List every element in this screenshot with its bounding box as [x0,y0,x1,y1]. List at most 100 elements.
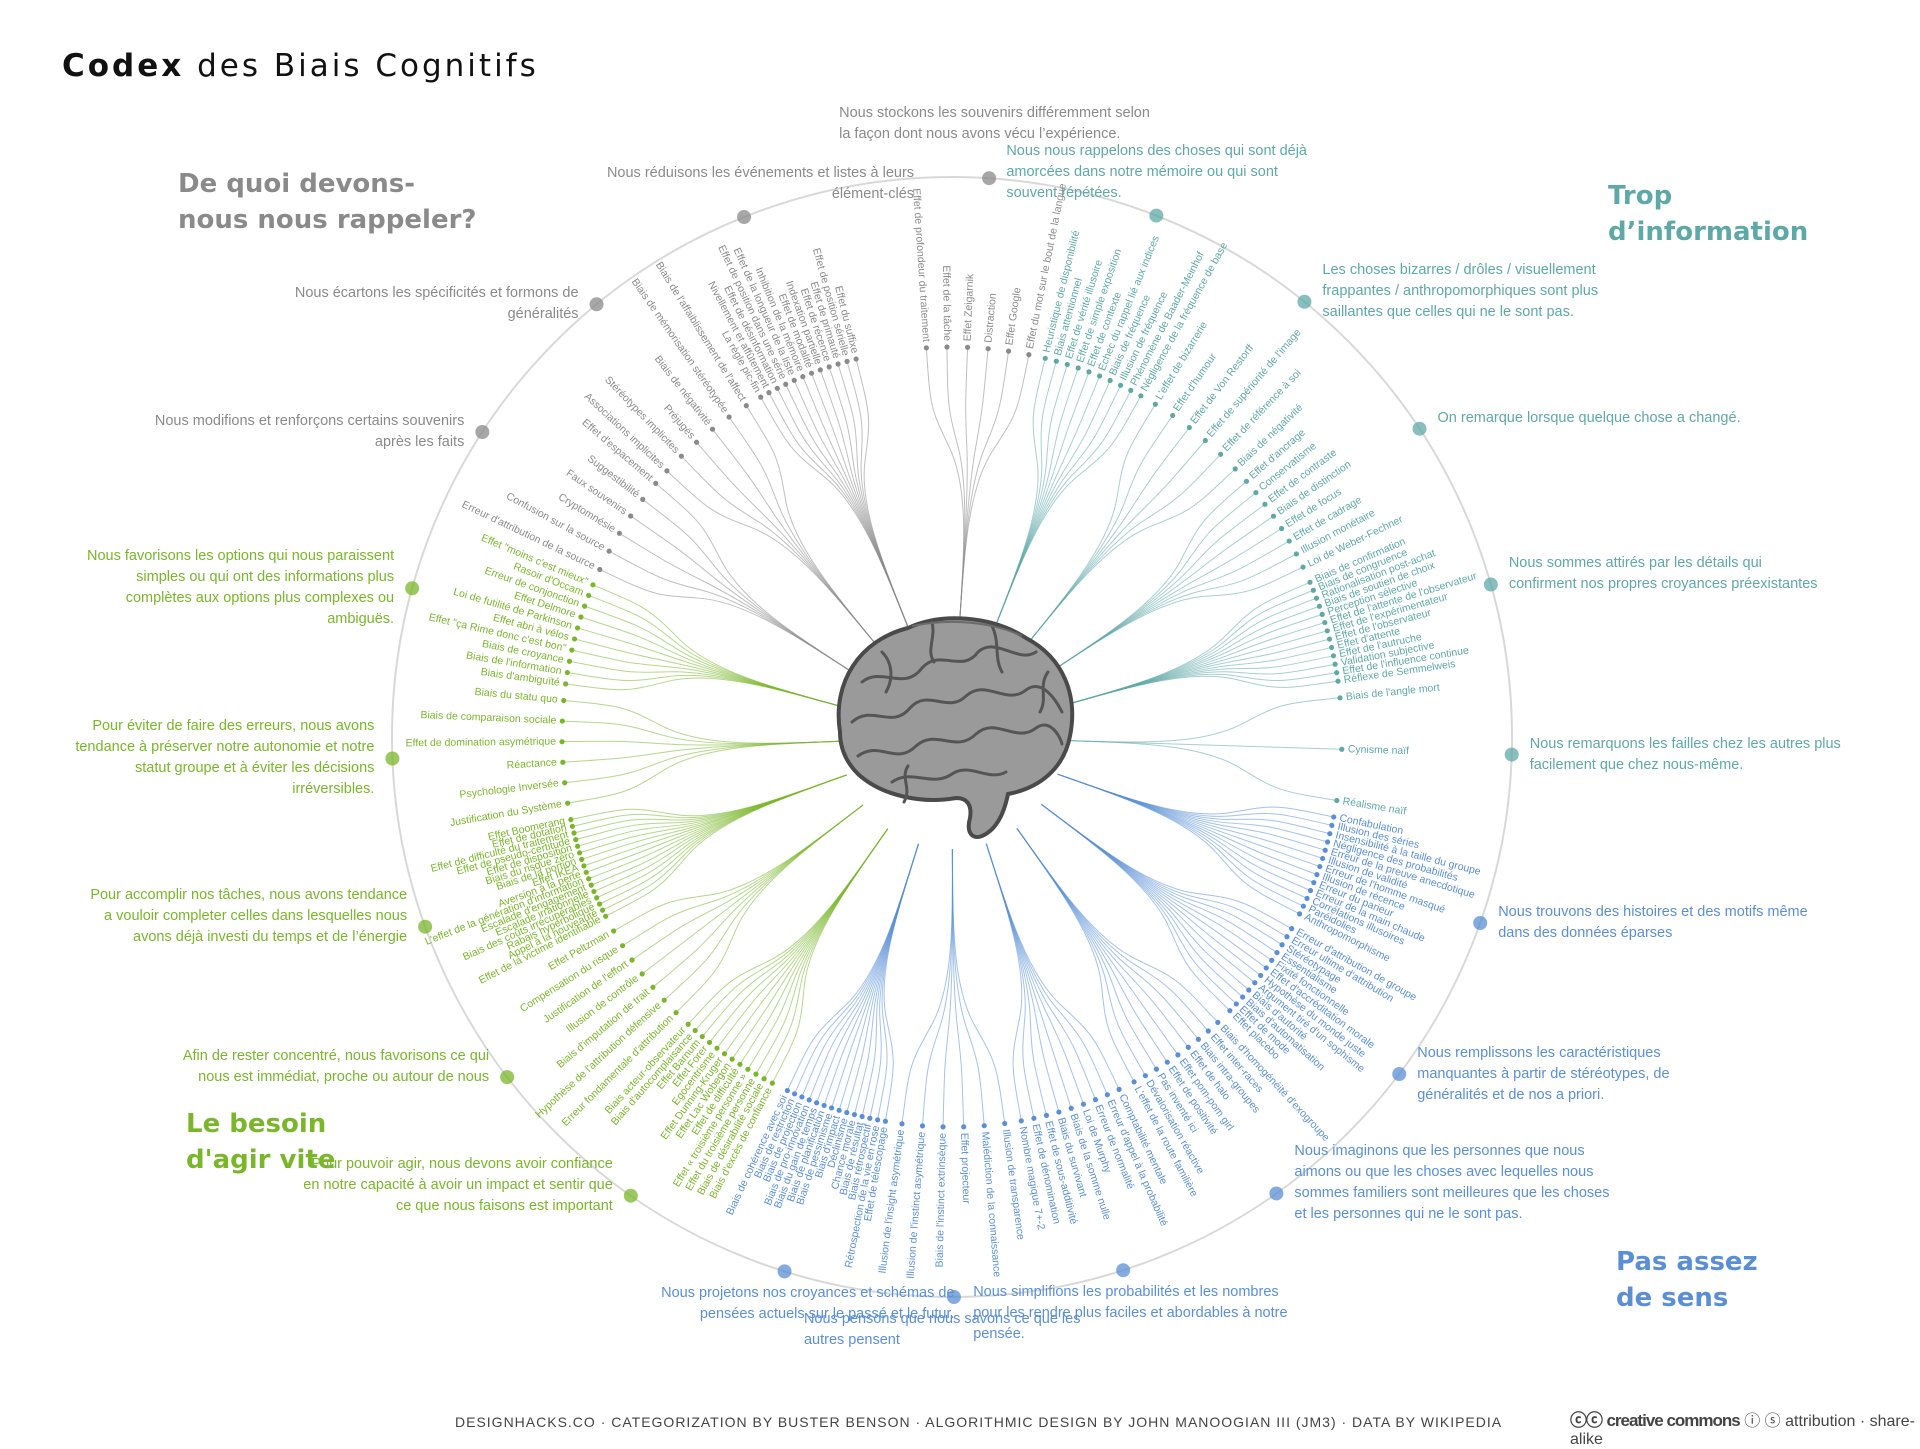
group-description: Pour pouvoir agir, nous devons avoir con… [303,1155,613,1214]
bias-dot [1170,412,1176,419]
bias-dot [619,943,626,949]
bias-link [1022,468,1236,651]
bias-link [992,390,1132,633]
bias-dot [1175,1052,1181,1058]
bias-link [828,366,911,634]
bias-dot [853,356,859,362]
group-node [1473,916,1488,931]
license-badge[interactable]: ⓒⓒ creative commons ⓘ ⓢ attribution · sh… [1570,1406,1920,1449]
bias-dot [774,385,780,391]
bias-dot [693,439,700,445]
bias-dot [726,414,732,420]
bias-dot [1332,661,1338,667]
bias-dot [1317,863,1323,870]
bias-dot [743,403,749,409]
bias-dot [758,394,764,400]
bias-dot [1053,358,1059,364]
bias-dot [799,1094,805,1100]
bias-link [745,405,882,651]
bias-dot [562,780,568,786]
bias-dot [1325,839,1331,845]
bias-dot [1232,466,1238,472]
bias-dot [678,453,684,459]
bias-dot [569,647,575,653]
bias-dot [1086,369,1092,375]
bias-link [1057,773,1330,835]
group-description: Nous modifions et renforçons certains so… [154,413,465,450]
bias-dot [1339,746,1345,752]
bias-dot [559,718,565,724]
bias-dot [882,1118,889,1124]
bias-dot [1334,797,1340,804]
bias-dot [923,345,929,351]
bias-dot [1031,1115,1037,1121]
bias-label: Effet de la tâche [940,265,953,341]
bias-link [1045,566,1304,676]
bias-dot [591,888,597,895]
bias-link [1022,415,1174,651]
bias-dot [1258,972,1264,979]
bias-dot [1080,1101,1087,1107]
group-node [1412,421,1427,436]
bias-dot [769,1080,775,1086]
bias-dot [590,582,596,588]
bias-dot [565,800,571,806]
bias-dot [1218,451,1224,457]
group-description: Nous projetons nos croyances et schémas … [661,1285,955,1323]
bias-dot [940,1124,946,1130]
bias-link [985,843,1023,1121]
bias-link [599,774,847,905]
bias-label: Cynisme naïf [1348,743,1410,757]
bias-dot [814,1100,820,1106]
bias-link [593,774,847,892]
bias-dot [821,1102,827,1109]
group-description: Nous favorisons les options qui nous par… [87,548,395,628]
quadrant-memory-title: De quoi devons-nous nous rappeler? [178,169,477,235]
bias-label: Effet projecteur [958,1133,972,1205]
bias-dot [578,614,584,620]
group-node [418,919,433,934]
bias-dot [1233,1001,1239,1007]
bias-dot [729,1056,735,1062]
bias-link [1041,804,1292,930]
bias-dot [1026,352,1032,358]
bias-link [562,720,841,745]
bias-link [687,828,889,1025]
bias-link [951,848,1006,1124]
bias-link [1063,740,1337,801]
bias-link [985,843,1108,1095]
group-node [1504,747,1519,762]
bias-link [613,804,864,932]
bias-dot [1314,872,1320,878]
bias-dot [1195,1036,1202,1042]
bias-link [1059,672,1337,707]
bias-label: Biais de comparaison sociale [420,709,557,727]
bias-dot [1300,564,1306,570]
bias-dot [1300,903,1307,909]
bias-dot [661,997,667,1003]
bias-dot [1289,926,1295,932]
bias-link [1059,675,1339,707]
bias-link [801,843,919,1098]
bias-dot [766,390,772,396]
bias-dot [1253,489,1259,496]
group-node [1483,577,1498,592]
bias-dot [640,496,646,502]
bias-label: Illusion de l'instinct asymétrique [905,1131,928,1279]
bias-link [816,843,919,1103]
group-node [1116,1263,1131,1278]
bias-dot [1164,1059,1170,1065]
bias-dot [721,1051,728,1057]
bias-dot [851,1111,858,1118]
bias-dot [1262,501,1268,507]
bias-dot [1068,1105,1074,1111]
bias-link [755,828,889,1075]
bias-dot [1304,895,1310,901]
group-node [1297,294,1312,309]
bias-link [925,347,965,626]
quadrant-action-title: Le besoin d'agir vite [186,1109,336,1175]
bias-dot [685,1021,691,1027]
group-node [1269,1186,1284,1201]
bias-dot [1313,595,1320,601]
bias-dot [568,817,574,823]
